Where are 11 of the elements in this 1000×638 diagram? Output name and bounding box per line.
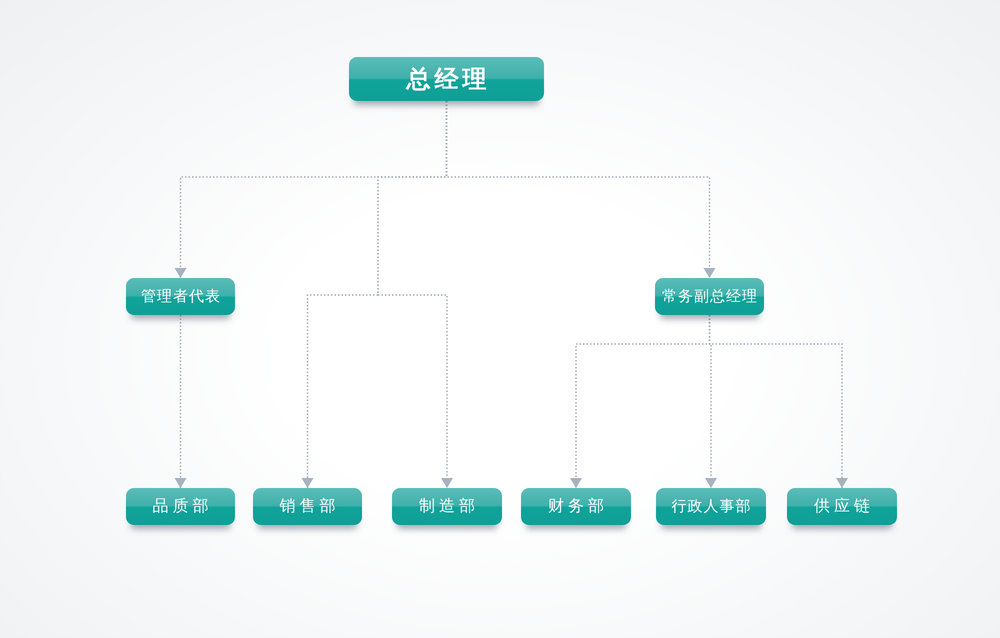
department-box: 销售部 bbox=[253, 488, 362, 525]
department-box: 品质部 bbox=[126, 488, 235, 525]
arrow bbox=[174, 315, 186, 488]
arrow bbox=[708, 315, 848, 488]
department-box: 行政人事部 bbox=[656, 488, 766, 525]
department-box: 供应链 bbox=[787, 488, 897, 525]
manager-box: 总经理 bbox=[349, 57, 544, 101]
department-box: 常务副总经理 bbox=[655, 278, 764, 315]
department-box: 制造部 bbox=[392, 488, 502, 525]
department-box: 管理者代表 bbox=[126, 278, 235, 315]
department-box: 财务部 bbox=[521, 488, 631, 525]
